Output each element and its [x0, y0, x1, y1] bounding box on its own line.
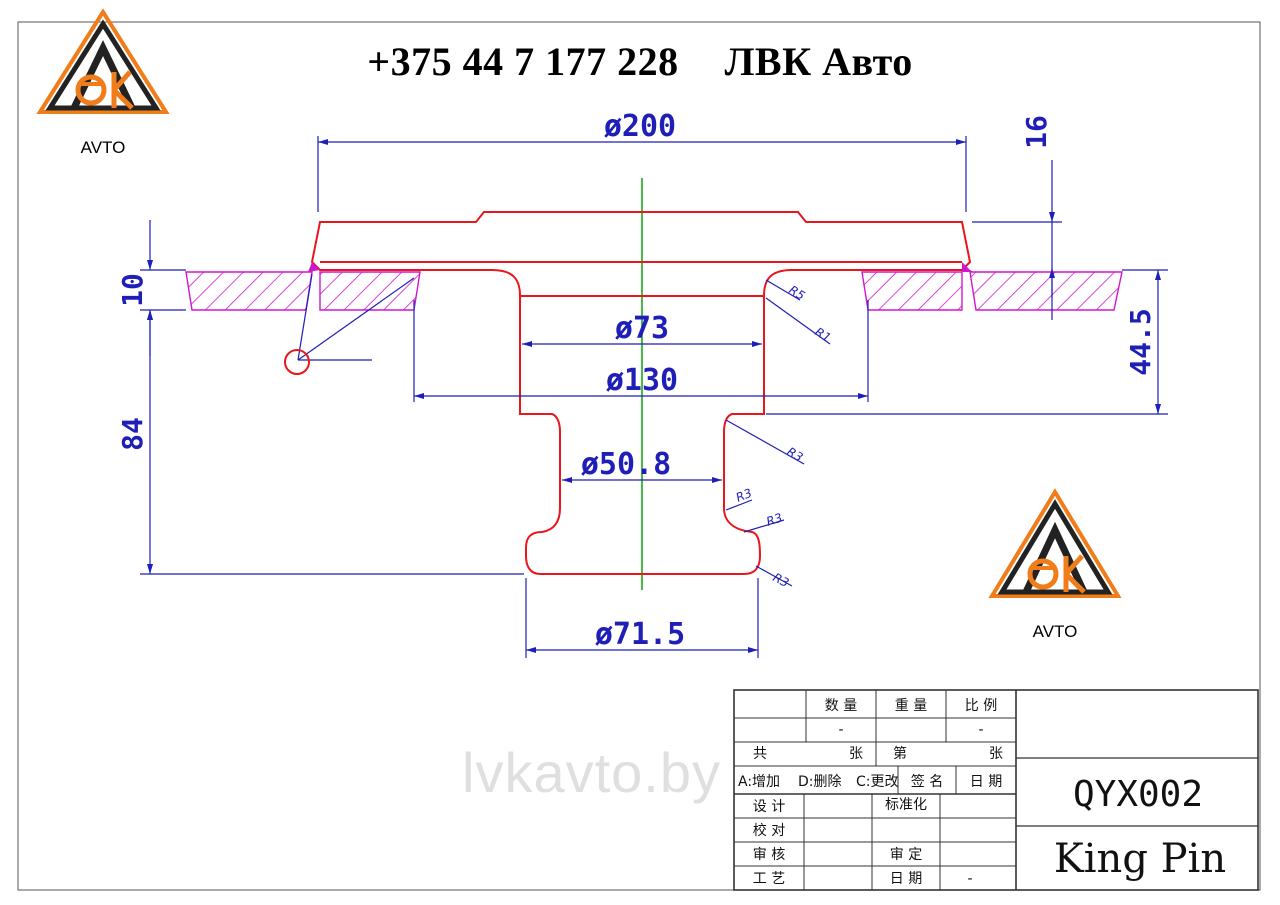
radius-r5-label: R5 [786, 283, 807, 303]
phone-number: +375 44 7 177 228 [367, 39, 679, 84]
tb-change: C:更改 [856, 774, 899, 790]
tb-design: 设 计 [753, 799, 785, 815]
dim-200 [317, 136, 967, 212]
part-name: King Pin [1054, 836, 1226, 882]
tb-add: A:增加 [738, 774, 780, 790]
dim-16 [972, 160, 1062, 320]
tb-dash-1: - [838, 722, 843, 738]
radius-r3a-label: R3 [785, 444, 806, 464]
drawing-frame [17, 21, 1261, 891]
dim-84 [140, 310, 524, 575]
company-name: ЛВК Авто [724, 39, 913, 84]
tb-sheets-1: 张 [849, 746, 863, 762]
logo-caption: AVTO [80, 138, 126, 157]
title-block [733, 689, 1259, 891]
tb-total: 共 [753, 746, 767, 762]
tb-quantity: 数 量 [825, 698, 857, 714]
dim-50-8-label: ø50.8 [581, 447, 671, 482]
tb-review: 审 核 [753, 847, 785, 863]
tb-check: 校 对 [753, 822, 785, 839]
logo-caption: AVTO [1032, 622, 1078, 641]
dim-10-label: 10 [116, 273, 149, 307]
dim-71-5-label: ø71.5 [595, 617, 685, 652]
tb-dash-2: - [978, 722, 983, 738]
radius-r3c-label: R3 [765, 511, 785, 529]
tb-dash-3: - [967, 871, 972, 887]
logo-top-left: AVTO [36, 8, 170, 158]
detail-leader-2 [297, 273, 313, 361]
radius-leaders [725, 279, 831, 587]
dim-73-label: ø73 [615, 311, 669, 346]
dim-44-5-label: 44.5 [1124, 308, 1157, 375]
tb-process: 工 艺 [753, 871, 785, 887]
watermark: lvkavto.by [462, 741, 721, 804]
tb-weight: 重 量 [895, 698, 927, 714]
tb-signature: 签 名 [911, 773, 943, 790]
weld-mark-left [308, 262, 320, 272]
part-code: QYX002 [1073, 774, 1203, 815]
king-pin-outline [310, 211, 972, 575]
dim-71-5 [525, 578, 759, 658]
plate-section-left [185, 271, 421, 311]
detail-leader [297, 277, 415, 361]
dim-84-label: 84 [116, 417, 149, 451]
radius-r1-label: R1 [812, 325, 833, 345]
weld-mark-right [962, 262, 974, 272]
tb-date: 日 期 [970, 774, 1002, 790]
tb-sheet-no: 第 [893, 745, 907, 762]
radius-r3d-label: R3 [771, 570, 792, 590]
tb-date-2: 日 期 [890, 871, 922, 887]
tb-sheets-2: 张 [989, 746, 1003, 762]
dim-200-label: ø200 [604, 109, 676, 144]
logo-triangle-icon [988, 488, 1122, 598]
dim-44-5 [766, 269, 1168, 415]
dim-130 [413, 300, 869, 402]
tb-standardize: 标准化 [885, 797, 927, 813]
title-block-text: 数 量 重 量 比 例 - - 共 张 第 张 A:增加 D:删除 C:更改 签… [738, 698, 1226, 887]
dim-130-label: ø130 [606, 363, 678, 398]
detail-circle [284, 349, 310, 375]
logo-triangle-icon [36, 8, 170, 114]
logo-right: AVTO [988, 488, 1122, 641]
dim-16-label: 16 [1020, 115, 1053, 149]
tb-approve: 审 定 [890, 847, 922, 863]
plate-section-right [861, 271, 1123, 311]
tb-scale: 比 例 [965, 698, 997, 714]
tb-delete: D:删除 [798, 774, 842, 790]
radius-r3b-label: R3 [734, 486, 754, 505]
page-header: +375 44 7 177 228 ЛВК Авто [0, 38, 1280, 85]
